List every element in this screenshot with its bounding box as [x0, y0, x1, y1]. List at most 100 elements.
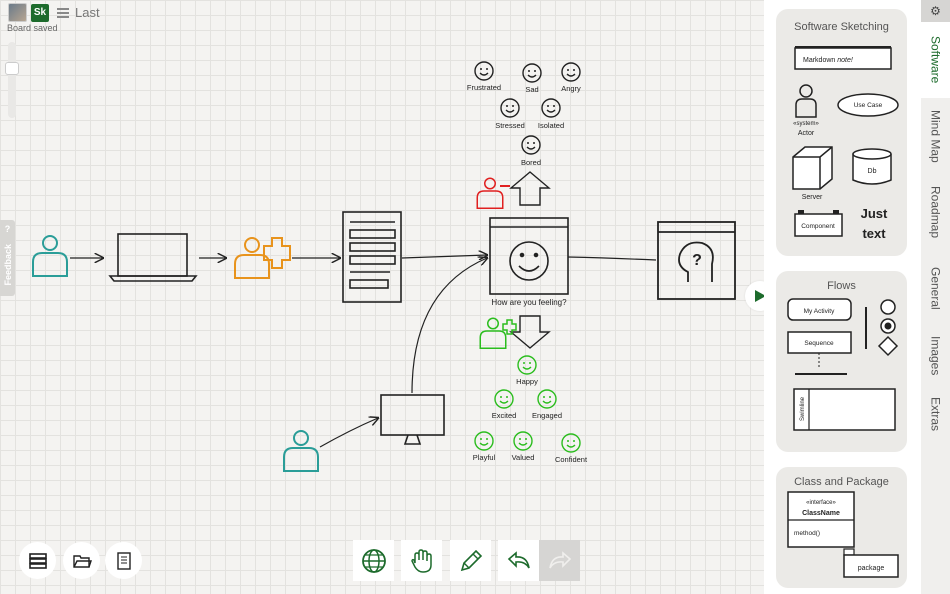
card-title: Class and Package: [794, 476, 889, 488]
form-document-icon[interactable]: [342, 211, 402, 303]
feedback-label: Feedback: [2, 244, 13, 286]
shape-label: Just: [861, 206, 888, 221]
server-shape[interactable]: [792, 146, 833, 190]
shape-label: Markdown: [803, 57, 835, 64]
undo-button[interactable]: [498, 540, 539, 581]
person-icon[interactable]: [32, 235, 68, 277]
shape-label: text: [862, 226, 886, 241]
pan-hand-button[interactable]: [401, 540, 442, 581]
shape-label: note!: [837, 57, 853, 64]
folder-icon: [72, 554, 92, 568]
shape-label: «system»: [793, 121, 819, 127]
play-icon: [755, 290, 766, 302]
component-shape[interactable]: Component: [794, 210, 843, 237]
emotion-label: Confident: [555, 455, 588, 464]
person-pointing-icon[interactable]: [476, 177, 504, 209]
class-package-card: Class and Package «interface» ClassName …: [776, 467, 907, 588]
document-icon: [116, 551, 131, 570]
layers-button[interactable]: [19, 542, 56, 579]
software-sketching-card: Software Sketching Markdown note! «syste…: [776, 9, 907, 256]
open-folder-button[interactable]: [63, 542, 100, 579]
emotion-label: Excited: [492, 411, 517, 420]
gear-icon[interactable]: ⚙: [921, 0, 950, 22]
redo-icon: [548, 550, 571, 568]
monitor-icon[interactable]: [380, 394, 445, 445]
user-avatar[interactable]: [8, 3, 27, 22]
shape-label: Sequence: [804, 340, 834, 347]
emotion-label: Playful: [473, 453, 496, 462]
emotion-label: Sad: [525, 85, 538, 94]
up-arrow-icon[interactable]: [509, 171, 551, 206]
database-shape[interactable]: Db: [852, 148, 892, 185]
svg-text:Markdown note!: Markdown note!: [803, 57, 853, 64]
flow-shapes[interactable]: My Activity Sequence Swimline: [776, 271, 907, 452]
tab-general[interactable]: General: [928, 266, 943, 310]
start-node-shape[interactable]: [880, 299, 896, 315]
globe-icon: [361, 548, 386, 573]
menu-icon[interactable]: [57, 7, 69, 18]
pencil-button[interactable]: [450, 540, 491, 581]
svg-text:?: ?: [692, 252, 702, 269]
decision-shape[interactable]: [877, 335, 899, 357]
emotion-label: Frustrated: [467, 83, 501, 92]
shape-label: Server: [802, 194, 823, 201]
layers-icon: [28, 552, 47, 569]
emotion-label: Isolated: [538, 121, 564, 130]
zoom-slider-handle[interactable]: [5, 62, 19, 75]
use-case-shape[interactable]: Use Case: [837, 93, 899, 117]
add-person-green-icon[interactable]: [479, 317, 507, 349]
emotion-label: Angry: [561, 84, 581, 93]
browser-question-icon[interactable]: ?: [657, 221, 736, 300]
negative-emotions: [474, 61, 581, 155]
whiteboard-canvas[interactable]: How are you feeling? ? Frustrated Sad An…: [0, 0, 764, 594]
zoom-slider[interactable]: [8, 42, 16, 118]
down-arrow-icon[interactable]: [509, 315, 551, 349]
software-shapes[interactable]: Markdown note! «system» Actor Use Case S…: [776, 9, 907, 256]
shape-label: Db: [868, 168, 877, 175]
tab-roadmap[interactable]: Roadmap: [928, 185, 943, 239]
class-shapes[interactable]: «interface» ClassName method() package: [776, 467, 907, 588]
shape-label: My Activity: [804, 308, 835, 315]
shape-label: «interface»: [806, 500, 836, 506]
class-shape[interactable]: «interface» ClassName method(): [787, 491, 855, 548]
sequence-shape[interactable]: Sequence: [787, 331, 852, 367]
card-title: Software Sketching: [794, 21, 889, 33]
actor-shape[interactable]: [795, 84, 817, 118]
markdown-note-shape[interactable]: Markdown note!: [794, 46, 892, 70]
tab-extras[interactable]: Extras: [928, 396, 943, 431]
pencil-icon: [460, 549, 482, 571]
feedback-tab[interactable]: ? Feedback: [0, 220, 15, 296]
board-badge[interactable]: Sk: [31, 3, 49, 22]
emotion-label: Bored: [521, 158, 541, 167]
emotion-label: Valued: [512, 453, 535, 462]
globe-button[interactable]: [353, 540, 394, 581]
laptop-icon[interactable]: [108, 233, 198, 282]
package-shape[interactable]: package: [843, 548, 899, 578]
undo-icon: [507, 550, 530, 568]
notes-button[interactable]: [105, 542, 142, 579]
text-shape[interactable]: Just text: [861, 206, 888, 241]
browser-caption: How are you feeling?: [491, 298, 567, 307]
hand-icon: [410, 548, 432, 573]
swimline-shape[interactable]: Swimline: [793, 388, 896, 431]
shape-label: Swimline: [800, 396, 806, 421]
redo-button[interactable]: [539, 540, 580, 581]
shape-label: Actor: [798, 130, 815, 137]
tab-images[interactable]: Images: [928, 336, 943, 376]
emotion-label: Happy: [516, 377, 538, 386]
help-icon[interactable]: ?: [4, 224, 11, 234]
shape-label: package: [858, 565, 885, 572]
activity-shape[interactable]: My Activity: [787, 298, 852, 321]
shape-library-panel: Software Sketching Markdown note! «syste…: [764, 0, 950, 594]
browser-window-icon[interactable]: [489, 217, 569, 295]
shape-label: method(): [794, 530, 820, 537]
shape-label: Component: [801, 223, 835, 230]
shape-label: Use Case: [854, 102, 883, 109]
board-title[interactable]: Last: [75, 5, 100, 20]
tab-software[interactable]: Software: [921, 22, 950, 98]
library-tabs: Software Mind Map Roadmap General Images…: [921, 0, 950, 594]
tab-mind-map[interactable]: Mind Map: [928, 109, 943, 163]
card-title: Flows: [827, 280, 856, 292]
flows-card: Flows My Activity Sequence Swimline: [776, 271, 907, 452]
person-icon[interactable]: [283, 430, 319, 472]
